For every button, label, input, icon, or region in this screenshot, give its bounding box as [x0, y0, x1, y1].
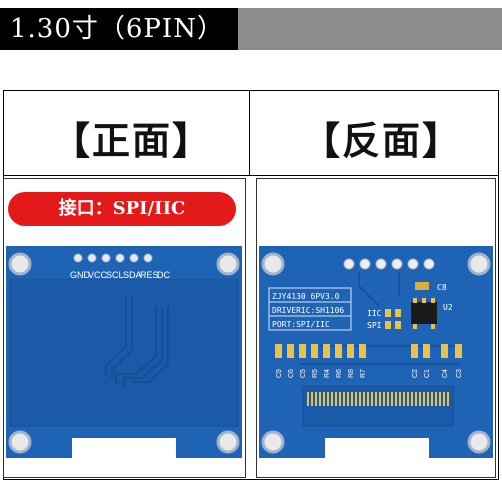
pin-label: RES	[140, 270, 159, 280]
fpc-pin	[439, 392, 441, 406]
interface-badge: 接口：SPI/IIC	[8, 192, 236, 226]
fpc-pin	[351, 392, 353, 406]
fpc-pin	[367, 392, 369, 406]
silk-text: R8	[348, 369, 355, 378]
silk-text: C5	[300, 369, 307, 378]
silk-text: PORT:SPI/IIC	[272, 320, 330, 329]
silk-text: R4	[324, 369, 331, 378]
silk-text: R6	[336, 369, 343, 378]
mounting-hole-icon	[261, 430, 285, 454]
page-title: 1.30寸（6PIN）	[0, 8, 238, 50]
front-heading: 【正面】	[52, 118, 213, 163]
fpc-pin	[375, 392, 377, 406]
mounting-hole-icon	[8, 252, 32, 276]
fpc-pin	[391, 392, 393, 406]
display-area	[9, 279, 239, 427]
fpc-pin	[371, 392, 373, 406]
fpc-pin	[387, 392, 389, 406]
fpc-pin	[399, 392, 401, 406]
fpc-pin	[431, 392, 433, 406]
fpc-pin	[347, 392, 349, 406]
mounting-hole-icon	[261, 252, 285, 276]
fpc-pin	[447, 392, 449, 406]
mounting-hole-icon	[216, 252, 240, 276]
silk-text: C6	[288, 369, 295, 378]
silk-text: IIC	[367, 309, 382, 318]
fpc-pin	[319, 392, 321, 406]
silk-text: U2	[443, 303, 453, 312]
divider-vertical	[249, 90, 250, 176]
silk-text: C2	[412, 369, 419, 378]
pin-label: VCC	[88, 270, 108, 280]
pin-label: SDA	[123, 270, 142, 280]
mounting-hole-icon	[467, 252, 491, 276]
fpc-area	[302, 385, 454, 427]
fpc-pin	[443, 392, 445, 406]
silk-text: C1	[424, 369, 431, 378]
fpc-pin	[395, 392, 397, 406]
fpc-pin	[335, 392, 337, 406]
fpc-pin	[339, 392, 341, 406]
fpc-pin	[327, 392, 329, 406]
fpc-pin	[379, 392, 381, 406]
fpc-pin	[307, 392, 309, 406]
silk-text: ZJY4130 6PV3.0	[272, 292, 340, 301]
fpc-pin	[359, 392, 361, 406]
back-heading: 【反面】	[302, 118, 463, 163]
fpc-pin	[311, 392, 313, 406]
silk-text: DRIVERIC:SH1106	[272, 306, 344, 315]
mounting-hole-icon	[8, 430, 32, 454]
fpc-pin	[315, 392, 317, 406]
fpc-pin	[363, 392, 365, 406]
silk-text: C8	[437, 283, 447, 292]
silk-text: C9	[276, 369, 283, 378]
divider-horizontal	[3, 175, 499, 176]
front-board-image: GND VCC SCL SDA RES DC	[6, 246, 242, 458]
fpc-pin	[423, 392, 425, 406]
cap-c8	[415, 282, 429, 290]
fpc-pin	[407, 392, 409, 406]
chip-u2	[411, 302, 437, 324]
silk-text: C3	[456, 369, 463, 378]
fpc-pin	[411, 392, 413, 406]
fpc-pin	[419, 392, 421, 406]
fpc-pin	[427, 392, 429, 406]
fpc-pin	[435, 392, 437, 406]
fpc-pins	[307, 392, 449, 406]
mounting-hole-icon	[216, 430, 240, 454]
fpc-pin	[331, 392, 333, 406]
fpc-pin	[355, 392, 357, 406]
pin-label: DC	[157, 270, 170, 280]
back-board-image: ZJY4130 6PV3.0 DRIVERIC:SH1106 PORT:SPI/…	[259, 246, 493, 458]
pin-label: GND	[70, 270, 91, 280]
silk-text: R7	[360, 369, 367, 378]
silk-box	[268, 287, 352, 331]
silk-text: SPI	[367, 321, 382, 330]
fpc-pin	[343, 392, 345, 406]
silk-text: C4	[442, 369, 449, 378]
board-cutout	[72, 438, 176, 458]
fpc-pin	[323, 392, 325, 406]
fpc-pin	[383, 392, 385, 406]
silk-text: R5	[312, 369, 319, 378]
board-cutout	[325, 438, 429, 458]
fpc-pin	[403, 392, 405, 406]
pin-label: SCL	[106, 270, 124, 280]
fpc-pin	[415, 392, 417, 406]
mounting-hole-icon	[467, 430, 491, 454]
